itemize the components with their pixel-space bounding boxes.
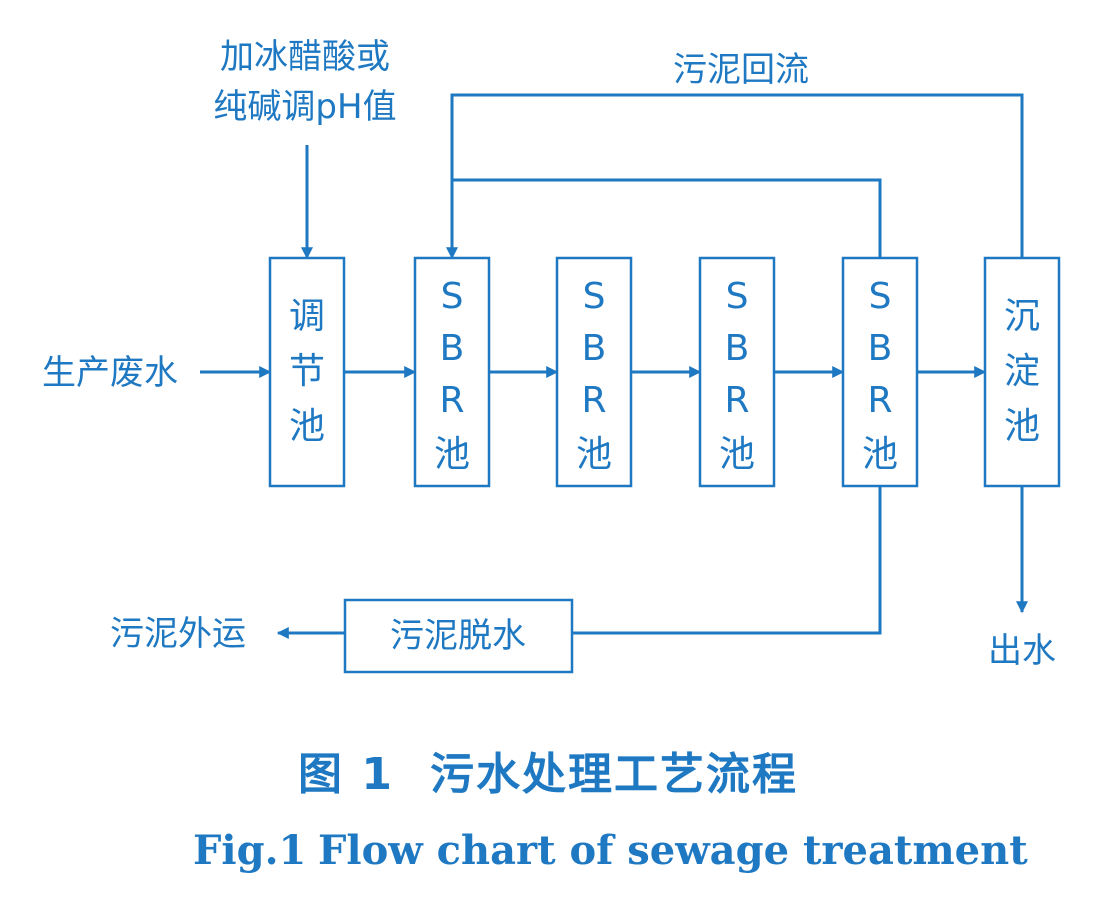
- settling-tank-char: 沉: [1004, 296, 1040, 337]
- chemical-dosing-label-line1: 加冰醋酸或: [220, 37, 390, 77]
- sbr-tank-1-char: B: [440, 328, 465, 369]
- sbr-tank-3: S B R 池: [698, 256, 776, 488]
- dewatering-label: 污泥脱水: [390, 616, 526, 656]
- raw-water-label: 生产废水: [42, 353, 178, 393]
- sbr-tank-4-char: S: [869, 276, 892, 317]
- caption-en-number: Fig.1: [193, 827, 306, 874]
- sbr-tank-3-char: 池: [719, 434, 755, 475]
- sbr-tank-4-char: B: [868, 328, 893, 369]
- sbr-tank-1-char: S: [441, 276, 464, 317]
- adjust-tank-char: 池: [289, 406, 325, 447]
- sludge-return-label: 污泥回流: [673, 50, 809, 90]
- sbr-tank-3-char: B: [725, 328, 750, 369]
- sbr-tank-1: S B R 池: [413, 256, 491, 488]
- adjust-tank-char: 调: [289, 296, 325, 337]
- sbr-tank-4-char: R: [867, 380, 892, 421]
- sbr-tank-1-char: R: [439, 380, 464, 421]
- caption-en-title: Flow chart of sewage treatment: [318, 827, 1028, 874]
- sludge-return-from-settling: [446, 93, 1024, 260]
- sbr-tank-2-char: B: [582, 328, 607, 369]
- sludge-out-label: 污泥外运: [110, 614, 246, 654]
- caption-zh-title: 污水处理工艺流程: [430, 749, 798, 800]
- settling-tank-char: 淀: [1004, 351, 1040, 392]
- sbr-tank-4-char: 池: [862, 434, 898, 475]
- settling-tank: 沉 淀 池: [983, 256, 1061, 488]
- adjust-tank: 调 节 池: [268, 256, 346, 488]
- adjust-tank-char: 节: [289, 351, 325, 392]
- settling-tank-char: 池: [1004, 406, 1040, 447]
- sbr-tank-2: S B R 池: [555, 256, 633, 488]
- sbr-tank-2-char: S: [583, 276, 606, 317]
- dewatering-unit: 污泥脱水: [343, 598, 574, 674]
- sbr-tank-3-char: R: [724, 380, 749, 421]
- caption-zh-number: 图 1: [298, 749, 394, 800]
- sludge-return-from-sbr4: [452, 178, 882, 258]
- sbr-tank-2-char: 池: [576, 434, 612, 475]
- effluent-label: 出水: [988, 631, 1056, 671]
- sbr-tank-4: S B R 池: [841, 256, 919, 488]
- sbr-tank-2-char: R: [581, 380, 606, 421]
- sbr-tank-3-char: S: [726, 276, 749, 317]
- sbr-tank-1-char: 池: [434, 434, 470, 475]
- sludge-to-dewatering-line: [572, 486, 882, 635]
- chemical-dosing-label-line2: 纯碱调pH值: [213, 87, 396, 127]
